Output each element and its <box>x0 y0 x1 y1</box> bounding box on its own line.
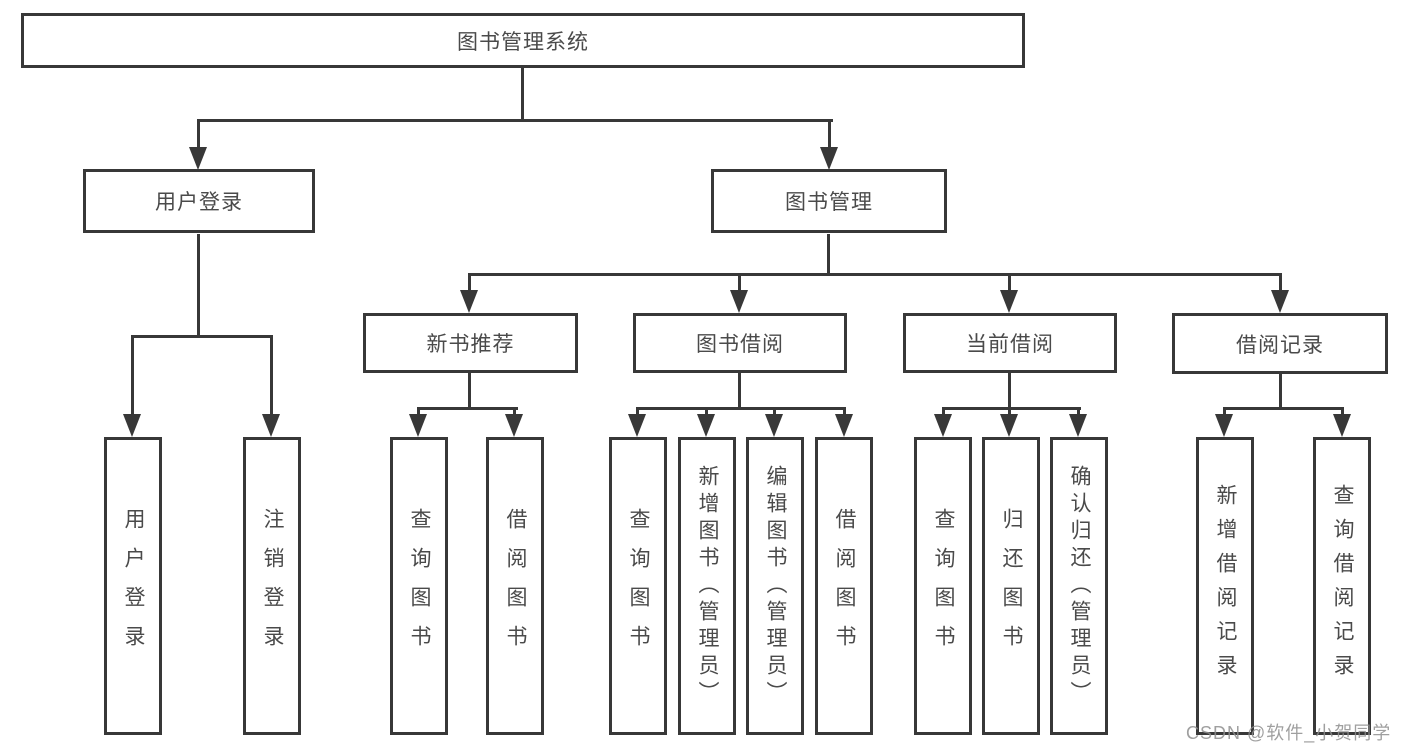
node-book-management-branch: 图书管理 <box>711 169 947 233</box>
connector-line <box>1008 373 1011 410</box>
leaf-add-books-admin: 新增图书（管理员） <box>678 437 736 735</box>
connector-line <box>468 273 1282 276</box>
leaf-add-borrow-record: 新增借阅记录 <box>1196 437 1254 735</box>
node-user-login-branch: 用户登录 <box>83 169 315 233</box>
node-root: 图书管理系统 <box>21 13 1025 68</box>
arrow-down-icon <box>730 290 748 313</box>
arrow-down-icon <box>835 414 853 437</box>
connector-line <box>1279 373 1282 410</box>
leaf-query-borrow-record: 查询借阅记录 <box>1313 437 1371 735</box>
connector-line <box>197 119 833 122</box>
connector-line <box>636 407 639 414</box>
node-current-borrowing: 当前借阅 <box>903 313 1117 373</box>
watermark: CSDN @软件_小贺同学 <box>1186 723 1392 743</box>
connector-line <box>828 119 831 147</box>
leaf-borrow-books-recommend: 借阅图书 <box>486 437 544 735</box>
connector-line <box>1279 273 1282 290</box>
connector-line <box>468 273 471 290</box>
leaf-logout: 注销登录 <box>243 437 301 735</box>
arrow-down-icon <box>123 414 141 437</box>
leaf-return-books: 归还图书 <box>982 437 1040 735</box>
node-new-book-recommend: 新书推荐 <box>363 313 578 373</box>
connector-line <box>773 407 776 414</box>
arrow-down-icon <box>1215 414 1233 437</box>
connector-line <box>131 335 273 338</box>
connector-line <box>417 407 420 414</box>
arrow-down-icon <box>697 414 715 437</box>
connector-line <box>270 335 273 414</box>
arrow-down-icon <box>1000 290 1018 313</box>
arrow-down-icon <box>460 290 478 313</box>
arrow-down-icon <box>1000 414 1018 437</box>
node-borrowing-records: 借阅记录 <box>1172 313 1388 374</box>
connector-line <box>1223 407 1226 414</box>
connector-line <box>827 234 830 276</box>
connector-line <box>1008 273 1011 290</box>
connector-line <box>738 273 741 290</box>
arrow-down-icon <box>820 147 838 170</box>
arrow-down-icon <box>934 414 952 437</box>
connector-line <box>738 373 741 410</box>
leaf-user-login: 用户登录 <box>104 437 162 735</box>
arrow-down-icon <box>765 414 783 437</box>
leaf-borrow-books: 借阅图书 <box>815 437 873 735</box>
arrow-down-icon <box>1333 414 1351 437</box>
connector-line <box>131 335 134 414</box>
connector-line <box>705 407 708 414</box>
arrow-down-icon <box>262 414 280 437</box>
connector-line <box>1223 407 1344 410</box>
leaf-query-books-current: 查询图书 <box>914 437 972 735</box>
connector-line <box>197 119 200 147</box>
arrow-down-icon <box>189 147 207 170</box>
connector-line <box>636 407 846 410</box>
connector-line <box>417 407 518 410</box>
leaf-confirm-return-admin: 确认归还（管理员） <box>1050 437 1108 735</box>
connector-line <box>521 68 524 119</box>
connector-line <box>942 407 1081 410</box>
leaf-edit-books-admin: 编辑图书（管理员） <box>746 437 804 735</box>
leaf-query-books-recommend: 查询图书 <box>390 437 448 735</box>
arrow-down-icon <box>1069 414 1087 437</box>
connector-line <box>843 407 846 414</box>
arrow-down-icon <box>628 414 646 437</box>
connector-line <box>197 234 200 338</box>
arrow-down-icon <box>1271 290 1289 313</box>
node-book-borrowing: 图书借阅 <box>633 313 847 373</box>
connector-line <box>1341 407 1344 414</box>
arrow-down-icon <box>505 414 523 437</box>
connector-line <box>942 407 945 414</box>
connector-line <box>1008 407 1011 414</box>
connector-line <box>513 407 516 414</box>
leaf-query-books-borrowing: 查询图书 <box>609 437 667 735</box>
connector-line <box>1077 407 1080 414</box>
connector-line <box>468 373 471 410</box>
arrow-down-icon <box>409 414 427 437</box>
